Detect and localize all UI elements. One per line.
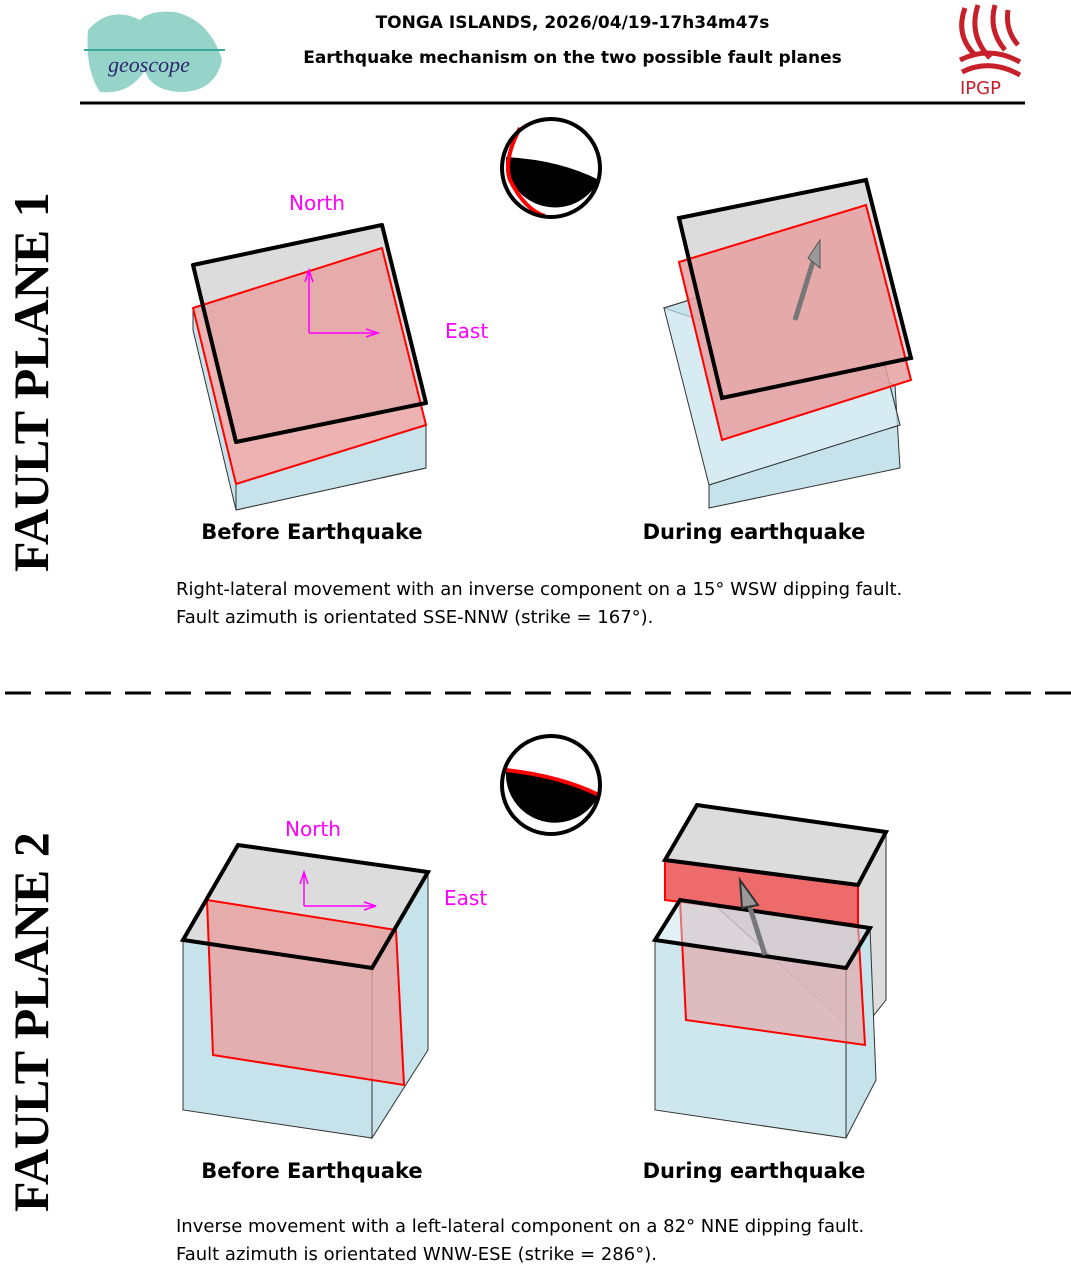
east-label: East — [444, 886, 488, 910]
description-line-1: Inverse movement with a left-lateral com… — [176, 1216, 865, 1237]
section-label-fault-plane-1: FAULT PLANE 1 — [3, 192, 59, 572]
page-title: TONGA ISLANDS, 2026/04/19-17h34m47s — [375, 13, 770, 33]
svg-text:geoscope: geoscope — [108, 52, 190, 77]
ipgp-logo: IPGP — [958, 4, 1022, 99]
before-caption: Before Earthquake — [201, 1159, 423, 1183]
page-subtitle: Earthquake mechanism on the two possible… — [303, 48, 842, 68]
beachball-2 — [500, 734, 602, 836]
north-label: North — [285, 817, 341, 841]
plane2-axes — [299, 869, 377, 911]
plane1-axes — [304, 267, 381, 338]
plane2-during-block — [651, 802, 890, 1139]
plane2-before-block — [179, 842, 432, 1140]
during-caption: During earthquake — [642, 1159, 866, 1183]
before-caption: Before Earthquake — [201, 520, 423, 544]
plane1-before-block — [191, 223, 428, 511]
description-line-1: Right-lateral movement with an inverse c… — [176, 579, 903, 600]
during-caption: During earthquake — [642, 520, 866, 544]
plane1-during-block — [662, 177, 914, 509]
svg-text:IPGP: IPGP — [960, 78, 1001, 99]
beachball-1 — [500, 117, 602, 219]
east-label: East — [445, 319, 489, 343]
section-label-fault-plane-2: FAULT PLANE 2 — [3, 832, 59, 1212]
description-line-2: Fault azimuth is orientated WNW-ESE (str… — [176, 1244, 657, 1265]
geoscope-logo: geoscope — [84, 11, 225, 93]
description-line-2: Fault azimuth is orientated SSE-NNW (str… — [176, 607, 654, 628]
north-label: North — [289, 191, 345, 215]
